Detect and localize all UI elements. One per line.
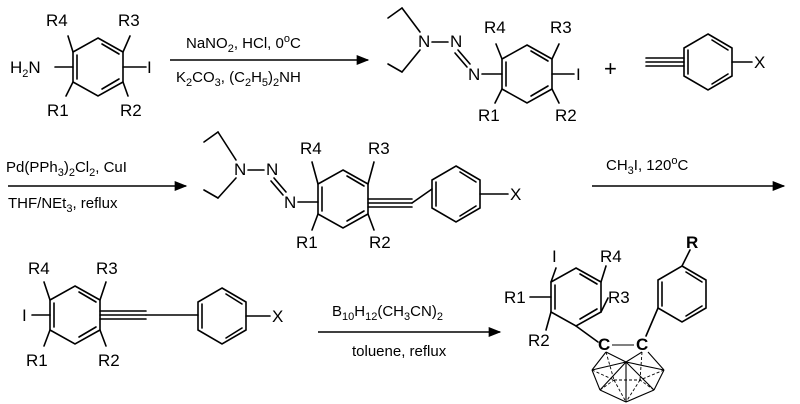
r4-label: R4 [484, 18, 506, 37]
carborane-cage [591, 344, 665, 403]
step4-reagents-bottom: toluene, reflux [352, 343, 447, 360]
step2: Pd(PPh3)2Cl2, CuI THF/NEt3, reflux [6, 159, 188, 215]
step4: B10H12(CH3CN)2 toluene, reflux [318, 303, 502, 360]
r3-label: R3 [608, 288, 630, 307]
benzene-ring [501, 44, 553, 104]
r4-label: R4 [300, 139, 322, 158]
r4-label: R4 [600, 247, 622, 266]
r2-label: R2 [120, 101, 142, 120]
x-label: X [510, 185, 521, 204]
step1-reagents-top: NaNO2, HCl, 0oC [186, 33, 301, 55]
benzene-ring [49, 285, 101, 345]
r4-label: R4 [46, 11, 68, 30]
r1-label: R1 [504, 288, 526, 307]
benzene-ring [72, 37, 124, 97]
cage-carbon-1: C [598, 335, 610, 354]
plus-sign: + [604, 56, 617, 81]
step3-reagents: CH3I, 120oC [606, 155, 688, 177]
n2-label: N [450, 32, 462, 51]
benzene-ring [550, 267, 602, 327]
r2-label: R2 [369, 233, 391, 252]
compound-triazene-alkyne: N N N R4 R3 R1 R2 X [203, 131, 521, 252]
benzene-ring [197, 287, 247, 345]
r1-label: R1 [47, 101, 69, 120]
r3-label: R3 [368, 139, 390, 158]
r1-label: R1 [26, 351, 48, 370]
step1-reagents-bottom: K2CO3, (C2H5)2NH [176, 69, 301, 89]
cage-carbon-2: C [636, 335, 648, 354]
step1: NaNO2, HCl, 0oC K2CO3, (C2H5)2NH [170, 33, 370, 89]
compound-aryl-alkyne: X [645, 33, 765, 91]
step4-reagents-top: B10H12(CH3CN)2 [332, 303, 443, 323]
r1-label: R1 [296, 233, 318, 252]
r-label: R [686, 233, 698, 252]
step2-reagents-top: Pd(PPh3)2Cl2, CuI [6, 159, 127, 179]
n3-label: N [284, 193, 296, 212]
x-label: X [754, 53, 765, 72]
iodo-label: I [552, 247, 557, 266]
r3-label: R3 [550, 18, 572, 37]
step2-reagents-bottom: THF/NEt3, reflux [8, 195, 118, 215]
r2-label: R2 [555, 106, 577, 125]
benzene-ring [431, 165, 481, 223]
compound-carborane-product: I R4 R1 R3 R2 R C C [504, 233, 707, 403]
step3: CH3I, 120oC [592, 155, 786, 192]
r2-label: R2 [528, 331, 550, 350]
r3-label: R3 [118, 11, 140, 30]
iodo-label: I [147, 58, 152, 77]
r2-label: R2 [98, 351, 120, 370]
compound-triazene-iodo: N N N R4 R3 I R1 R2 [387, 7, 581, 125]
n1-label: N [418, 32, 430, 51]
r4-label: R4 [28, 259, 50, 278]
compound-iodo-tolan: R4 R3 I R1 R2 X [22, 259, 283, 370]
n1-label: N [234, 160, 246, 179]
r3-label: R3 [96, 259, 118, 278]
n2-label: N [266, 160, 278, 179]
benzene-ring [683, 33, 733, 91]
benzene-ring [317, 169, 369, 229]
x-label: X [272, 307, 283, 326]
iodo-label: I [576, 65, 581, 84]
compound-aniline: R4 R3 I R1 R2 H2N [10, 11, 152, 120]
iodo-label: I [22, 306, 27, 325]
r1-label: R1 [478, 106, 500, 125]
n3-label: N [468, 65, 480, 84]
amine-label: H2N [10, 58, 41, 80]
benzene-ring [657, 265, 707, 323]
